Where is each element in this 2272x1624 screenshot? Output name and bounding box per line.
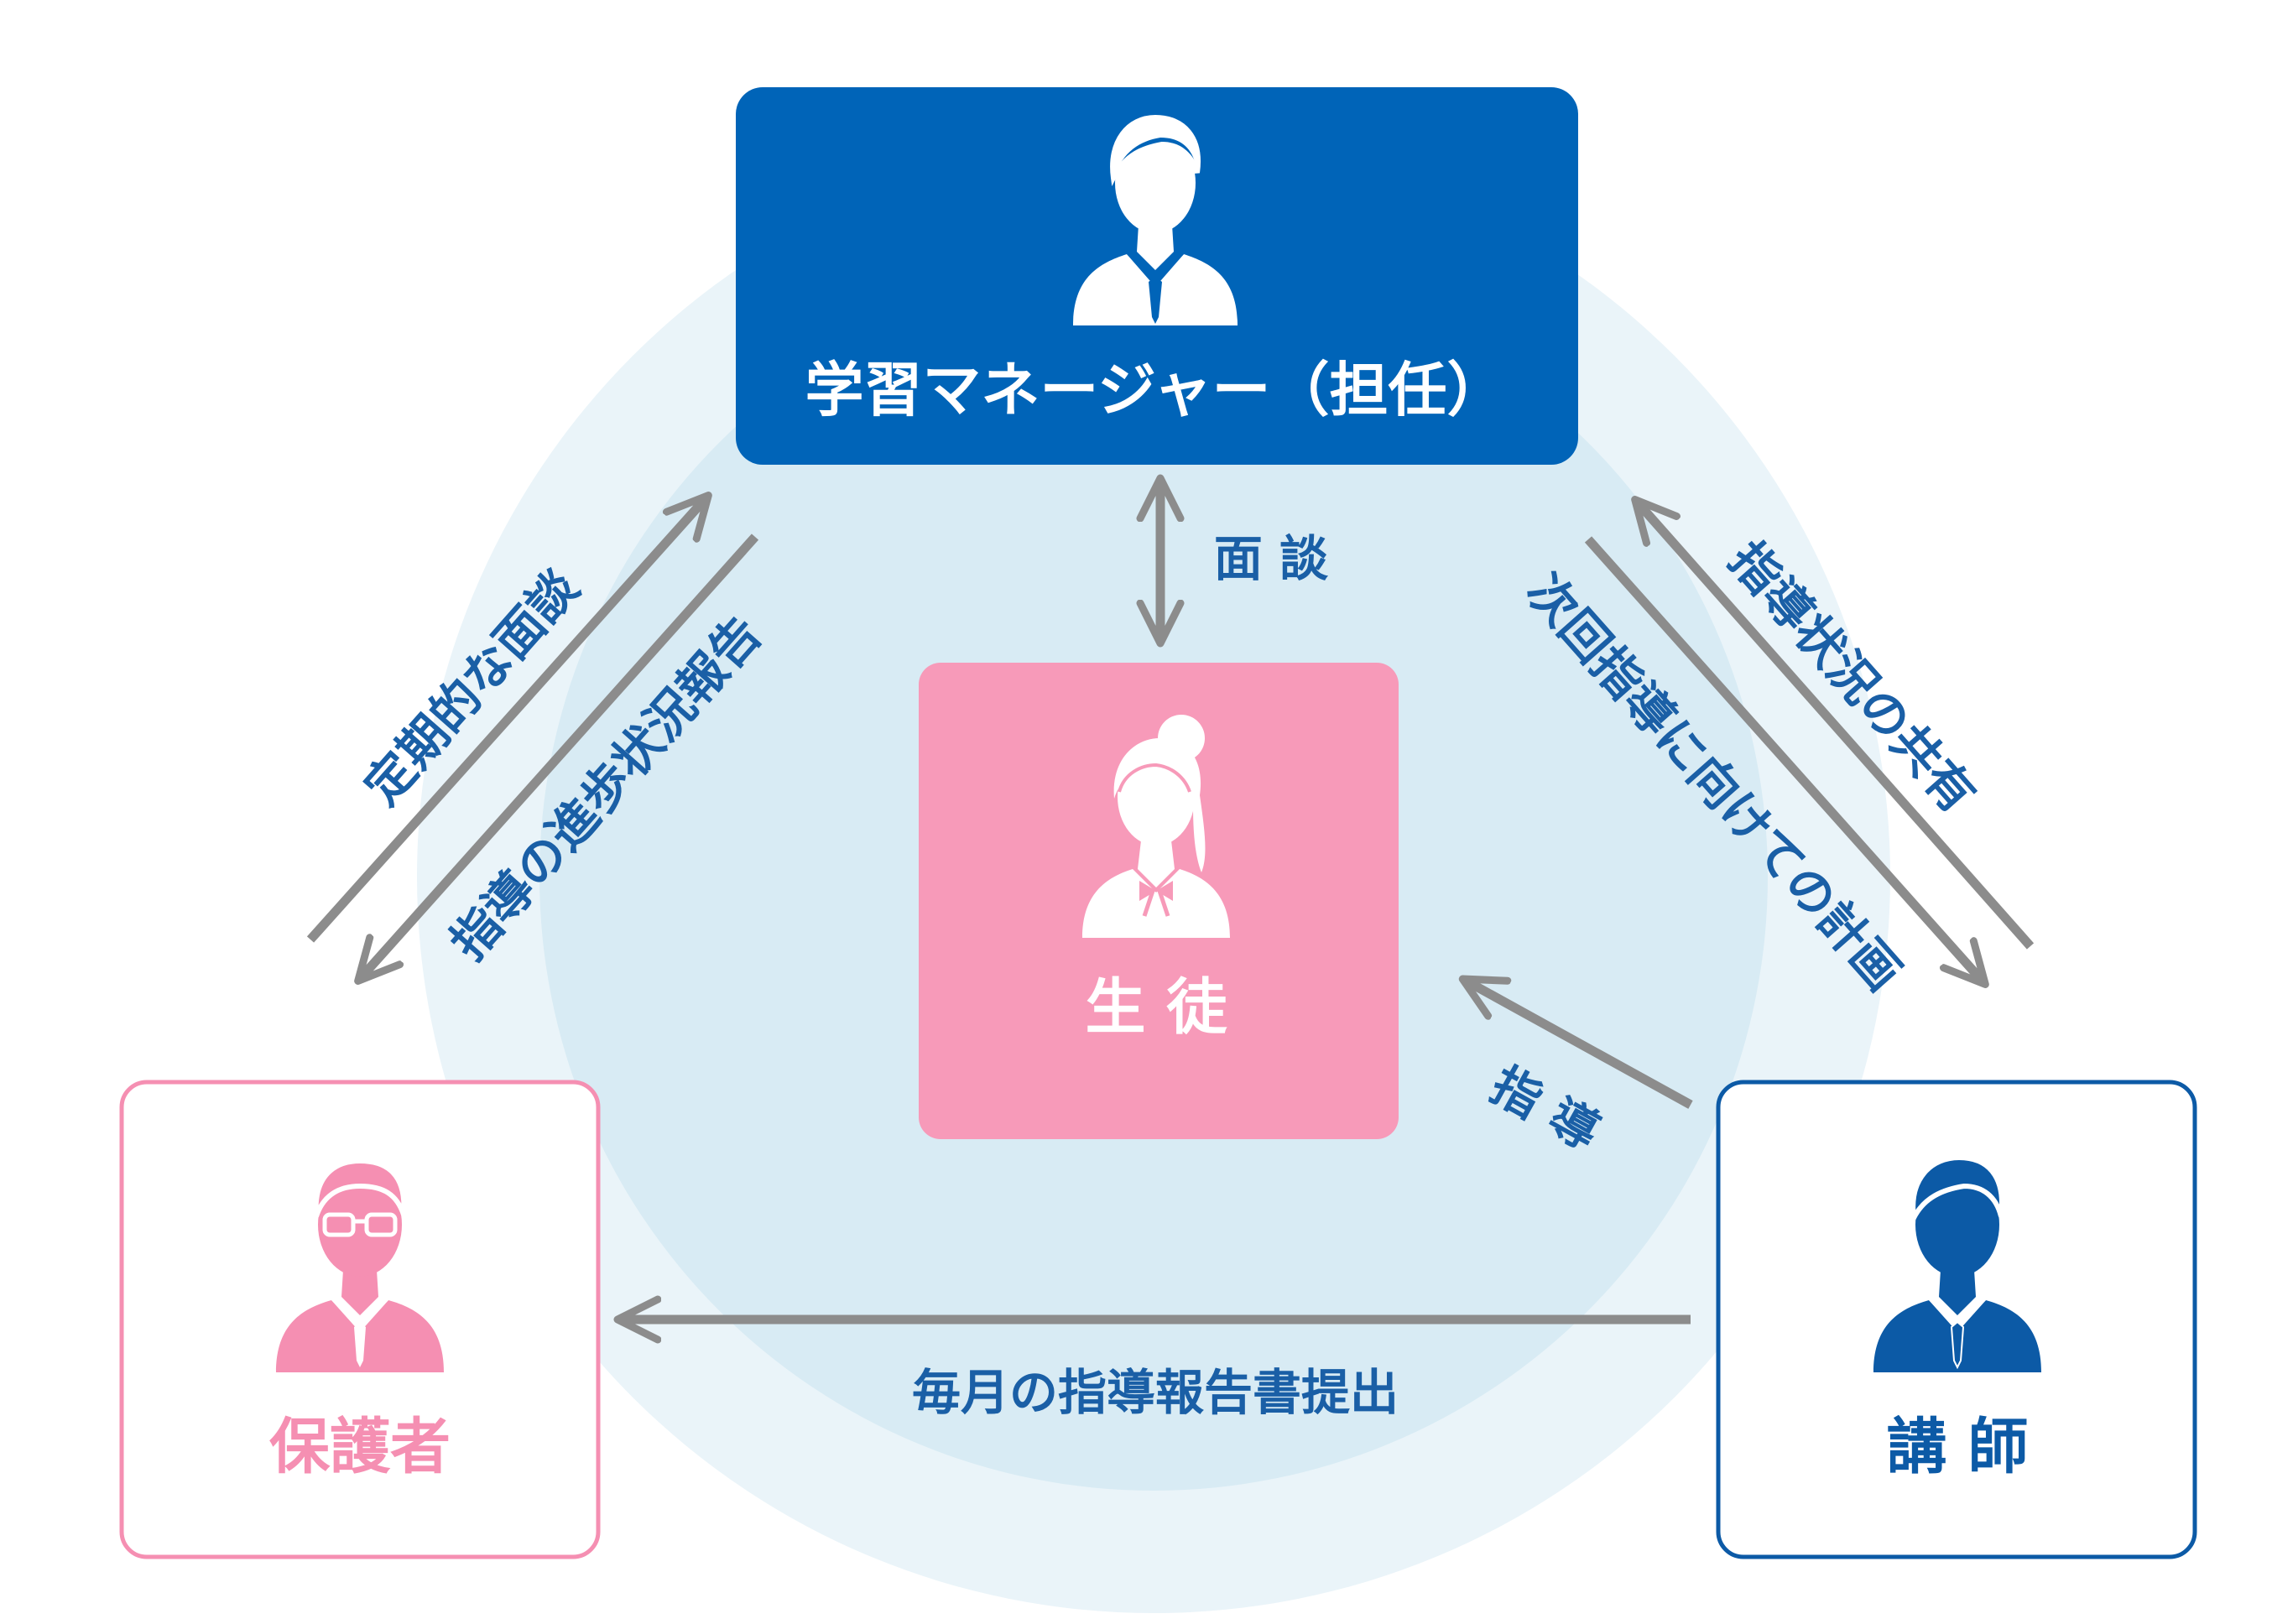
edge-label-manager-student: 面 談 <box>1214 530 1328 587</box>
businessman-icon <box>1073 114 1238 325</box>
node-manager: 学習マネージャー（担任） <box>736 87 1578 465</box>
man-with-glasses-icon <box>276 1158 444 1372</box>
arrow-guardian-to-manager <box>306 497 707 943</box>
female-student-icon <box>1082 715 1230 938</box>
arrow-manager-to-guardian <box>359 534 759 980</box>
node-student: 生 徒 <box>919 663 1399 1139</box>
node-student-label: 生 徒 <box>1085 972 1227 1043</box>
arrow-teacher-to-student <box>1464 980 1693 1109</box>
arrow-teacher-to-manager <box>1636 501 2035 950</box>
node-teacher-label: 講 師 <box>1886 1412 2028 1482</box>
node-manager-label: 学習マネージャー（担任） <box>805 356 1505 424</box>
node-teacher: 講 師 <box>1716 1080 2197 1559</box>
edge-label-teacher-to-guardian: 毎月の指導報告書提出 <box>912 1364 1399 1421</box>
businessman-icon <box>1873 1154 2041 1372</box>
node-guardian-label: 保護者 <box>269 1412 451 1482</box>
node-guardian: 保護者 <box>119 1080 601 1559</box>
arrow-manager-to-teacher <box>1584 536 1984 983</box>
